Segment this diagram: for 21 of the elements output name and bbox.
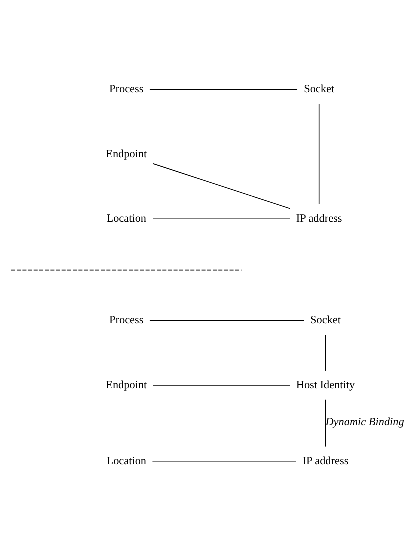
node-text: Host Identity [296,379,356,392]
node-text: Socket [310,314,341,327]
node-text: Location [106,213,147,226]
node-text: Process [110,84,144,96]
connector [150,89,298,90]
connector [318,104,320,205]
node-text: Socket [304,84,335,96]
node-text: Location [106,455,147,468]
node-text: Process [110,314,144,327]
connector [152,385,291,386]
connector [152,218,290,220]
connector [152,461,297,462]
connector [150,320,304,322]
connector [152,163,291,210]
node-text: Endpoint [106,148,148,160]
node-text: Endpoint [106,379,148,392]
node-text: IP address [302,455,349,468]
connector [325,399,326,448]
connector [325,334,326,372]
node-text: IP address [296,213,342,226]
edge-label: Dynamic Binding [326,416,404,429]
